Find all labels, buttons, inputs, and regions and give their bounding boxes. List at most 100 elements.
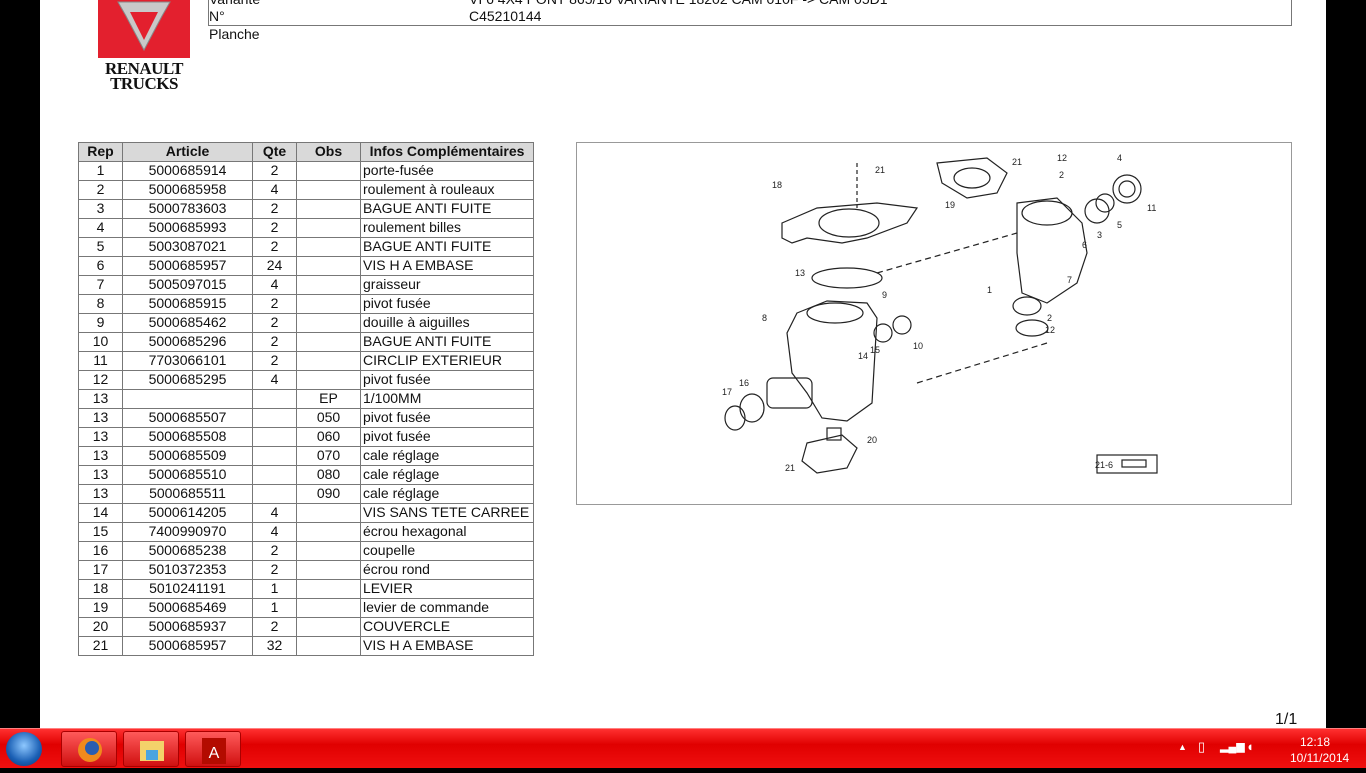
cell-infos: douille à aiguilles (360, 313, 534, 333)
header-info-box: VarianteVI 6 4X4 PONT 865/16 VARIANTE 18… (208, 0, 1292, 42)
cell-obs (296, 503, 361, 523)
cell-article: 5000685469 (122, 598, 253, 618)
cell-obs (296, 636, 361, 656)
cell-article: 5010372353 (122, 560, 253, 580)
planche-value: C45210144 (469, 8, 542, 24)
cell-rep: 10 (78, 332, 123, 352)
cell-article: 7400990970 (122, 522, 253, 542)
cell-infos: VIS H A EMBASE (360, 256, 534, 276)
cell-article: 5000685511 (122, 484, 253, 504)
cell-qte: 2 (252, 332, 297, 352)
cell-obs: 070 (296, 446, 361, 466)
planche-label: N° Planche (209, 8, 260, 42)
diagram-callout: 12 (1057, 153, 1067, 163)
volume-icon[interactable]: ◖ (1246, 739, 1254, 754)
cell-obs (296, 313, 361, 333)
cell-rep: 3 (78, 199, 123, 219)
cell-rep: 11 (78, 351, 123, 371)
power-icon[interactable]: ▯ (1198, 739, 1206, 754)
cell-rep: 13 (78, 465, 123, 485)
taskbar-firefox-button[interactable] (61, 731, 117, 767)
diagram-callout: 21 (785, 463, 795, 473)
clock-time: 12:18 (1299, 735, 1331, 749)
cell-rep: 20 (78, 617, 123, 637)
cell-qte: 2 (252, 351, 297, 371)
diagram-callout: 18 (772, 180, 782, 190)
cell-qte: 2 (252, 161, 297, 181)
network-signal-icon[interactable]: ▂▄▆ (1220, 741, 1245, 753)
cell-qte (252, 408, 297, 428)
cell-rep: 5 (78, 237, 123, 257)
cell-qte: 32 (252, 636, 297, 656)
cell-rep: 1 (78, 161, 123, 181)
diagram-callout: 14 (858, 351, 868, 361)
taskbar-adobe-reader-button[interactable]: A (185, 731, 241, 767)
cell-article: 5000685993 (122, 218, 253, 238)
cell-rep: 13 (78, 389, 123, 409)
cell-article: 5000685508 (122, 427, 253, 447)
cell-rep: 12 (78, 370, 123, 390)
col-obs: Obs (296, 142, 361, 162)
cell-article: 5000685509 (122, 446, 253, 466)
cell-rep: 15 (78, 522, 123, 542)
diagram-callout: 5 (1117, 220, 1122, 230)
cell-obs (296, 237, 361, 257)
cell-obs: 060 (296, 427, 361, 447)
cell-article: 5000685914 (122, 161, 253, 181)
show-hidden-icons-icon[interactable]: ▲ (1178, 742, 1187, 752)
cell-rep: 16 (78, 541, 123, 561)
parts-table: Rep Article Qte Obs Infos Complémentaire… (78, 142, 534, 656)
cell-infos: porte-fusée (360, 161, 534, 181)
cell-rep: 19 (78, 598, 123, 618)
cell-rep: 9 (78, 313, 123, 333)
cell-rep: 13 (78, 446, 123, 466)
cell-qte: 2 (252, 199, 297, 219)
cell-article: 5000783603 (122, 199, 253, 219)
cell-infos: pivot fusée (360, 427, 534, 447)
cell-infos: cale réglage (360, 446, 534, 466)
diagram-callout: 6 (1082, 240, 1087, 250)
table-header-row: Rep Article Qte Obs Infos Complémentaire… (78, 142, 534, 162)
cell-rep: 13 (78, 427, 123, 447)
cell-article: 5000685462 (122, 313, 253, 333)
cell-obs: 090 (296, 484, 361, 504)
cell-qte: 2 (252, 237, 297, 257)
cell-infos: BAGUE ANTI FUITE (360, 199, 534, 219)
cell-qte: 2 (252, 617, 297, 637)
cell-qte: 2 (252, 313, 297, 333)
diagram-callout: 15 (870, 345, 880, 355)
windows-start-button[interactable] (6, 732, 42, 766)
col-infos: Infos Complémentaires (360, 142, 534, 162)
cell-obs (296, 275, 361, 295)
logo-text: TRUCKS (110, 74, 178, 93)
taskbar-explorer-button[interactable] (123, 731, 179, 767)
cell-obs (296, 332, 361, 352)
variante-label: Variante (209, 0, 260, 8)
diagram-callout: 21 (1012, 157, 1022, 167)
cell-infos: graisseur (360, 275, 534, 295)
diagram-callout: 10 (913, 341, 923, 351)
cell-qte: 1 (252, 598, 297, 618)
cell-obs (296, 579, 361, 599)
cell-qte (252, 484, 297, 504)
cell-article: 5000685958 (122, 180, 253, 200)
cell-infos: écrou hexagonal (360, 522, 534, 542)
cell-article: 5010241191 (122, 579, 253, 599)
cell-rep: 7 (78, 275, 123, 295)
cell-article: 7703066101 (122, 351, 253, 371)
diagram-callout: 17 (722, 387, 732, 397)
cell-qte: 4 (252, 522, 297, 542)
